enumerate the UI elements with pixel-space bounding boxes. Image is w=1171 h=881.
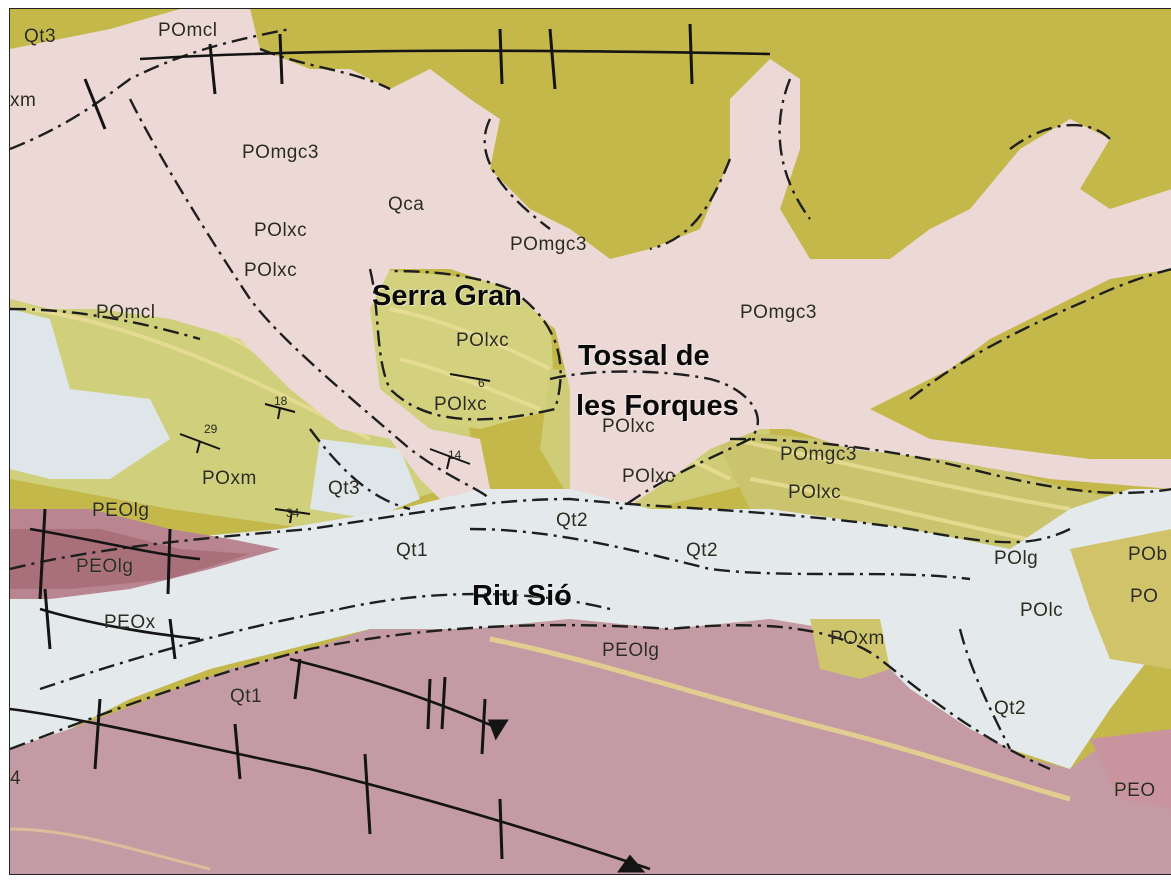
unit-label-qt2-c: Qt2 xyxy=(994,698,1027,719)
unit-label-pomgc3-nw: POmgc3 xyxy=(242,142,319,163)
fold-axis-ticks xyxy=(38,23,694,873)
unit-label-pomcl-west: POmcl xyxy=(96,302,156,323)
unit-label-qt2-a: Qt2 xyxy=(556,510,589,531)
unit-label-polc-east: POlc xyxy=(1020,600,1064,621)
unit-label-polxc-a: POlxc xyxy=(254,220,308,241)
qt3-unit-west-2 xyxy=(310,439,420,519)
qca-unit-north xyxy=(10,49,120,159)
place-label-tossal-line1: Tossal de xyxy=(578,340,710,372)
unit-label-polxc-serra: POlxc xyxy=(456,330,510,351)
unit-label-pomgc3-east: POmgc3 xyxy=(740,302,817,323)
unit-label-pomgc3-center: POmgc3 xyxy=(510,234,587,255)
unit-label-qt1-a: Qt1 xyxy=(396,540,429,561)
unit-label-peox: PEOx xyxy=(104,612,156,633)
peolg-sand-band-2 xyxy=(10,827,211,871)
geologic-map-canvas xyxy=(10,9,1171,874)
unit-label-polxc-tossal-b: POlxc xyxy=(622,466,676,487)
pobands-east xyxy=(1070,529,1171,669)
qt3-unit-west xyxy=(10,309,170,479)
unit-label-po-east-2: PO xyxy=(1130,586,1159,607)
geologic-contacts xyxy=(10,27,1171,771)
polxc-unit-center xyxy=(370,269,555,429)
unit-label-qca: Qca xyxy=(388,194,425,215)
qca-unit xyxy=(10,9,1171,519)
peolg-dark-band xyxy=(10,529,250,589)
place-label-tossal-line2: les Forques xyxy=(576,390,739,422)
unit-label-four-left: 4 xyxy=(10,768,22,789)
dip-value-14: 14 xyxy=(448,448,462,462)
unit-label-peolg-river: PEOlg xyxy=(602,640,660,661)
unit-label-polxc-b: POlxc xyxy=(244,260,298,281)
unit-label-polxc-serra-low: POlxc xyxy=(434,394,488,415)
unit-label-qt3-west: Qt3 xyxy=(328,478,361,499)
unit-label-peolg-b: PEOlg xyxy=(76,556,134,577)
unit-label-poxm-east: POxm xyxy=(830,628,885,649)
pe-patch-east xyxy=(1090,729,1171,809)
unit-label-qt1-b: Qt1 xyxy=(230,686,263,707)
unit-label-pomcl-top: POmcl xyxy=(158,20,218,41)
unit-label-pob-east: POb xyxy=(1128,544,1168,565)
dip-value-29: 29 xyxy=(204,422,218,436)
unit-label-qt2-b: Qt2 xyxy=(686,540,719,561)
qca-tributary xyxy=(730,289,850,349)
unit-label-xm-left: xm xyxy=(10,90,37,111)
unit-label-pomgc3-se: POmgc3 xyxy=(780,444,857,465)
place-label-riu-sio: Riu Sió xyxy=(472,580,572,612)
unit-label-pe-east: PEO xyxy=(1114,780,1156,801)
peolg-sand-band xyxy=(489,636,1071,802)
unit-label-polxc-se: POlxc xyxy=(788,482,842,503)
unit-label-polxc-tossal-a: POlxc xyxy=(602,416,656,437)
unit-label-polg-east: POlg xyxy=(994,548,1039,569)
unit-label-poxm-west: POxm xyxy=(202,468,257,489)
dip-value-6: 6 xyxy=(478,376,485,390)
unit-label-peolg-a: PEOlg xyxy=(92,500,150,521)
peolg-unit-south xyxy=(10,619,1171,874)
place-label-serra-gran: Serra Gran xyxy=(372,280,522,312)
qt1-qt2-terrace xyxy=(10,489,1171,769)
dip-symbols xyxy=(179,373,491,524)
unit-label-qt3-top: Qt3 xyxy=(24,26,57,47)
dip-value-34: 34 xyxy=(286,506,300,520)
poxm-patch-east xyxy=(810,619,890,679)
geologic-map: Qt3 xm POmcl POmgc3 Qca POlxc POlxc POmg… xyxy=(9,8,1171,875)
dip-value-18: 18 xyxy=(274,394,288,408)
